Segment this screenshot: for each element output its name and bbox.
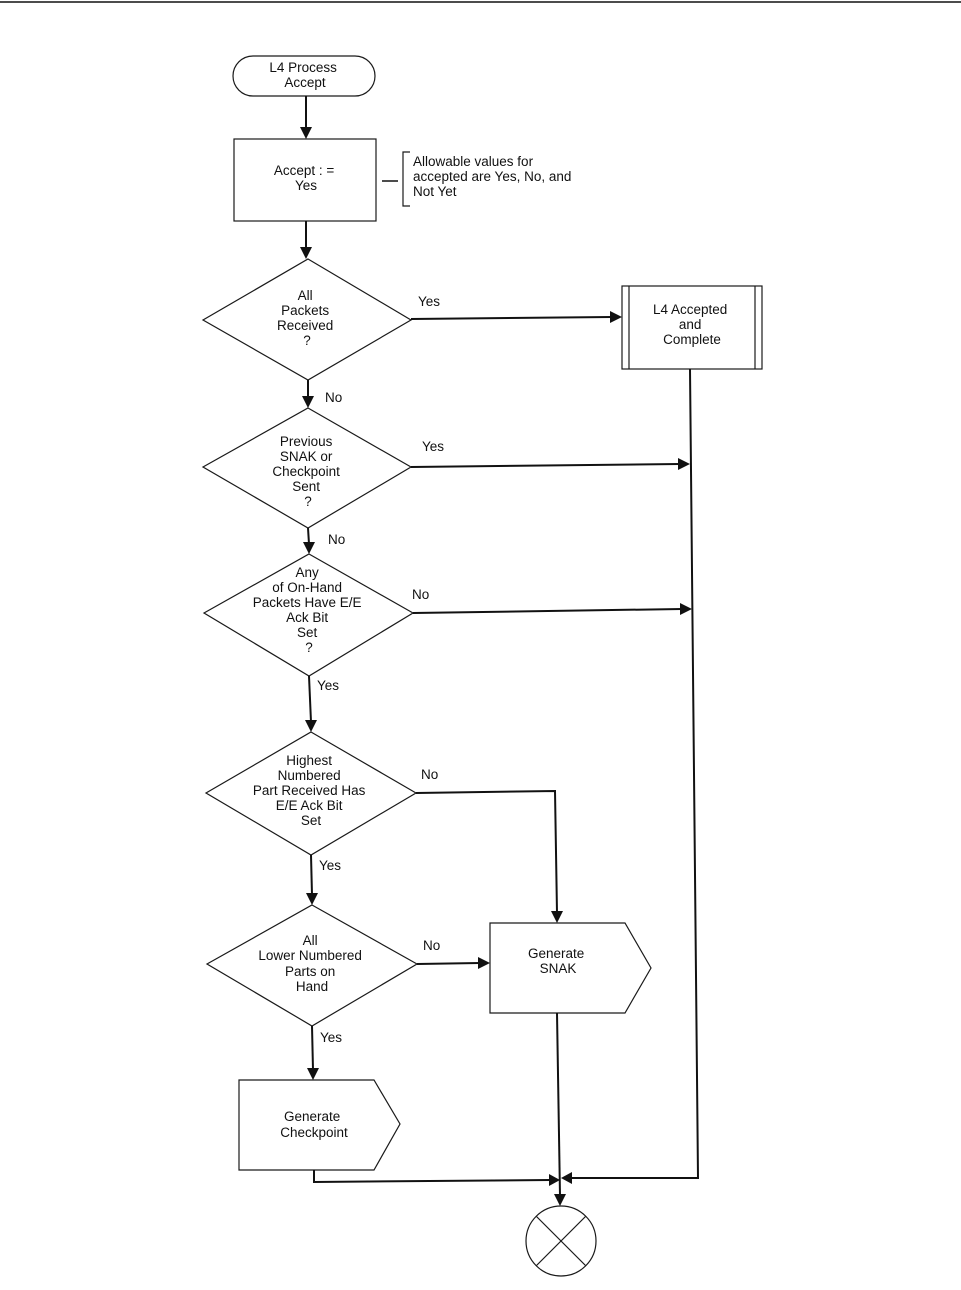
annotation-bracket xyxy=(402,151,410,207)
annotation-text: Allowable values for accepted are Yes, N… xyxy=(413,154,575,199)
edge-previous-yes xyxy=(410,463,681,468)
edge-label-previous-no: No xyxy=(328,532,345,547)
all-lower-label: All Lower Numbered Parts on Hand xyxy=(258,933,365,994)
arrowhead xyxy=(561,1172,572,1184)
any-on-hand-label: Any of On-Hand Packets Have E/E Ack Bit … xyxy=(253,565,366,655)
edge-any-yes xyxy=(308,675,312,723)
arrowhead xyxy=(478,957,490,969)
edge-lower-no xyxy=(416,962,481,965)
arrowhead xyxy=(300,127,312,139)
edge-label-previous-yes: Yes xyxy=(422,439,444,454)
edge-label-all-packets-yes: Yes xyxy=(418,294,440,309)
edge-highest-yes xyxy=(310,854,313,896)
arrowhead xyxy=(303,542,315,554)
highest-numbered-label: Highest Numbered Part Received Has E/E A… xyxy=(253,753,369,828)
edge-label-lower-yes: Yes xyxy=(320,1030,342,1045)
arrowhead xyxy=(302,396,314,408)
arrowhead xyxy=(610,311,622,323)
edge-any-no xyxy=(412,608,683,614)
edge-checkpoint-merge xyxy=(313,1170,551,1184)
edge-highest-no xyxy=(415,789,558,914)
start-terminator xyxy=(232,55,376,97)
edge-label-any-no: No xyxy=(412,587,429,602)
arrowhead xyxy=(680,603,692,615)
edge-all-packets-yes xyxy=(410,316,613,320)
arrowhead xyxy=(549,1174,560,1186)
edge-previous-no xyxy=(307,527,310,545)
edge-label-any-yes: Yes xyxy=(317,678,339,693)
accepted-complete-label: L4 Accepted and Complete xyxy=(653,302,731,347)
edge-label-lower-no: No xyxy=(423,938,440,953)
arrowhead xyxy=(305,720,317,732)
edge-accepted-trunk xyxy=(572,368,700,1179)
arrowhead xyxy=(678,458,690,470)
arrowhead xyxy=(306,893,318,905)
all-packets-label: All Packets Received ? xyxy=(277,288,337,348)
generate-checkpoint-label: Generate Checkpoint xyxy=(280,1109,348,1140)
arrowhead xyxy=(551,911,563,923)
start-label: L4 Process Accept xyxy=(269,60,340,90)
generate-snak-shape xyxy=(489,922,652,1014)
edge-snak-to-end xyxy=(556,1012,561,1197)
generate-checkpoint-shape xyxy=(238,1079,401,1171)
edge-lower-yes xyxy=(311,1025,314,1071)
arrowhead xyxy=(554,1194,566,1206)
accept-assign-label: Accept : = Yes xyxy=(274,163,338,193)
end-connector-cross-b xyxy=(535,1215,587,1267)
accept-assign-box xyxy=(233,138,377,222)
generate-snak-label: Generate SNAK xyxy=(528,946,588,976)
edge-label-highest-no: No xyxy=(421,767,438,782)
accepted-complete-box xyxy=(621,285,763,370)
arrowhead xyxy=(300,247,312,259)
previous-snak-label: Previous SNAK or Checkpoint Sent ? xyxy=(272,434,343,509)
arrowhead xyxy=(307,1068,319,1080)
edge-label-highest-yes: Yes xyxy=(319,858,341,873)
edge-label-all-packets-no: No xyxy=(325,390,342,405)
